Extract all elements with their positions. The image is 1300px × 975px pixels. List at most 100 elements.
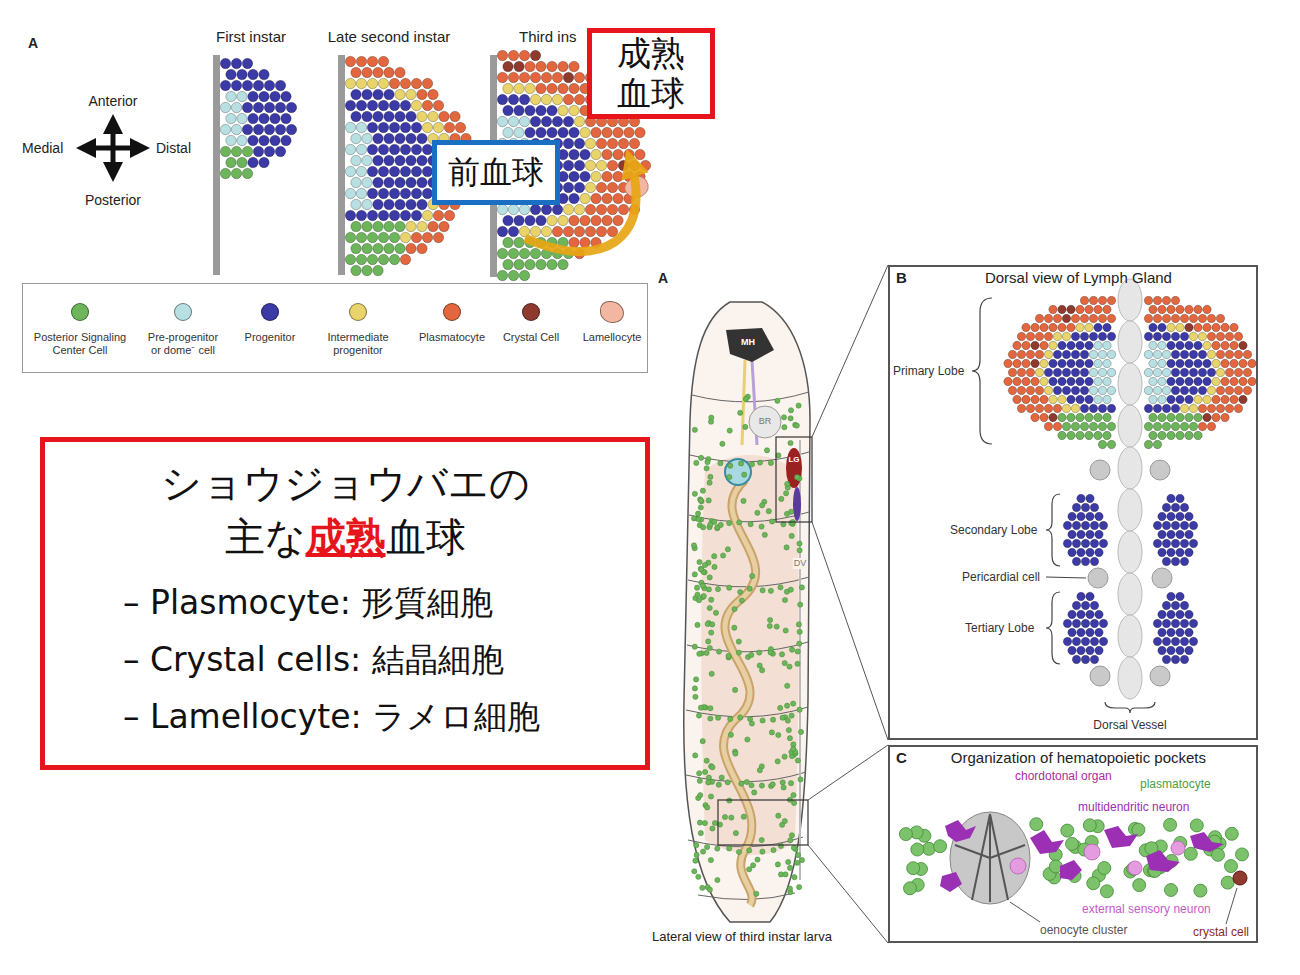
cell [1085,377,1093,385]
cell [519,72,529,82]
hemocyte [797,707,802,712]
hemocyte [790,647,795,652]
cell [1185,628,1193,636]
cell [1086,646,1094,654]
cell [1162,422,1170,430]
cell [1086,494,1094,502]
cell [1031,359,1039,367]
hemocyte [736,650,741,655]
hemocyte [727,428,732,433]
cell [503,105,513,115]
hemocyte [733,751,738,756]
cell [1153,314,1161,322]
cell [237,157,247,167]
node-text: Dorsal view of Lymph Gland [896,269,1250,286]
vessel-segment [1118,405,1142,447]
cell [1194,431,1202,439]
plasmatocyte-cell [1061,824,1074,837]
cell [345,122,355,132]
cell [384,133,394,143]
cell [444,210,454,220]
cell [1234,368,1242,376]
cell [417,89,427,99]
hemocyte [787,886,792,891]
hemocyte [745,737,750,742]
hemocyte [791,746,796,751]
cell [563,72,573,82]
hemocyte [775,862,780,867]
cell [1013,359,1021,367]
cell [373,199,383,209]
cell [1053,332,1061,340]
cell [607,204,617,214]
cell [1185,646,1193,654]
cell [580,171,590,181]
cell [378,254,388,264]
cell [439,111,449,121]
cell [367,188,377,198]
cell [422,100,432,110]
cell [574,138,584,148]
hemocyte [795,661,800,666]
cell [1081,601,1089,609]
cell [220,168,230,178]
cell [1081,539,1089,547]
cell [1153,350,1161,358]
cell [1198,350,1206,358]
cell [220,146,230,156]
cell [1230,377,1238,385]
hemocyte [799,585,804,590]
cell [1207,368,1215,376]
cell [1072,539,1080,547]
cell [367,210,377,220]
cell [1216,350,1224,358]
cell [602,215,612,225]
cell [1040,323,1048,331]
cell [563,226,573,236]
cell [1234,404,1242,412]
cell [237,135,247,145]
vessel-segment [1118,531,1142,573]
hemocyte [788,781,793,786]
cell [378,78,388,88]
cell [1067,341,1075,349]
cell [1239,395,1247,403]
cell [552,94,562,104]
hemocyte [764,448,769,453]
cell [1103,359,1111,367]
cell [1162,503,1170,511]
plasmatocyte-cell [1225,827,1238,840]
cell [640,160,650,170]
hemocyte [716,649,721,654]
cell [362,89,372,99]
plasmatocyte-cell [1221,876,1234,889]
cell [519,50,529,60]
cell [1180,332,1188,340]
plasmatocyte-cell [1164,818,1177,831]
cell [1221,341,1229,349]
cell [1040,377,1048,385]
hemocyte [696,713,701,718]
cell [624,127,634,137]
legend-text: Pre-progenitor or dome⁻ cell [143,331,223,356]
cell [1171,296,1179,304]
cell [406,155,416,165]
hemocyte [781,415,786,420]
cell [259,69,269,79]
cell [1089,422,1097,430]
part-label: plasmatocyte [1140,777,1211,791]
cell [585,226,595,236]
cell [1176,305,1184,313]
cell [1198,422,1206,430]
hemocyte [710,622,715,627]
hemocyte [716,715,721,720]
cell [1067,395,1075,403]
cell [1077,548,1085,556]
cell [613,215,623,225]
cell [1090,655,1098,663]
cell [1090,503,1098,511]
cell [395,67,405,77]
cell [378,56,388,66]
hemocyte [691,543,696,548]
cell [1094,305,1102,313]
